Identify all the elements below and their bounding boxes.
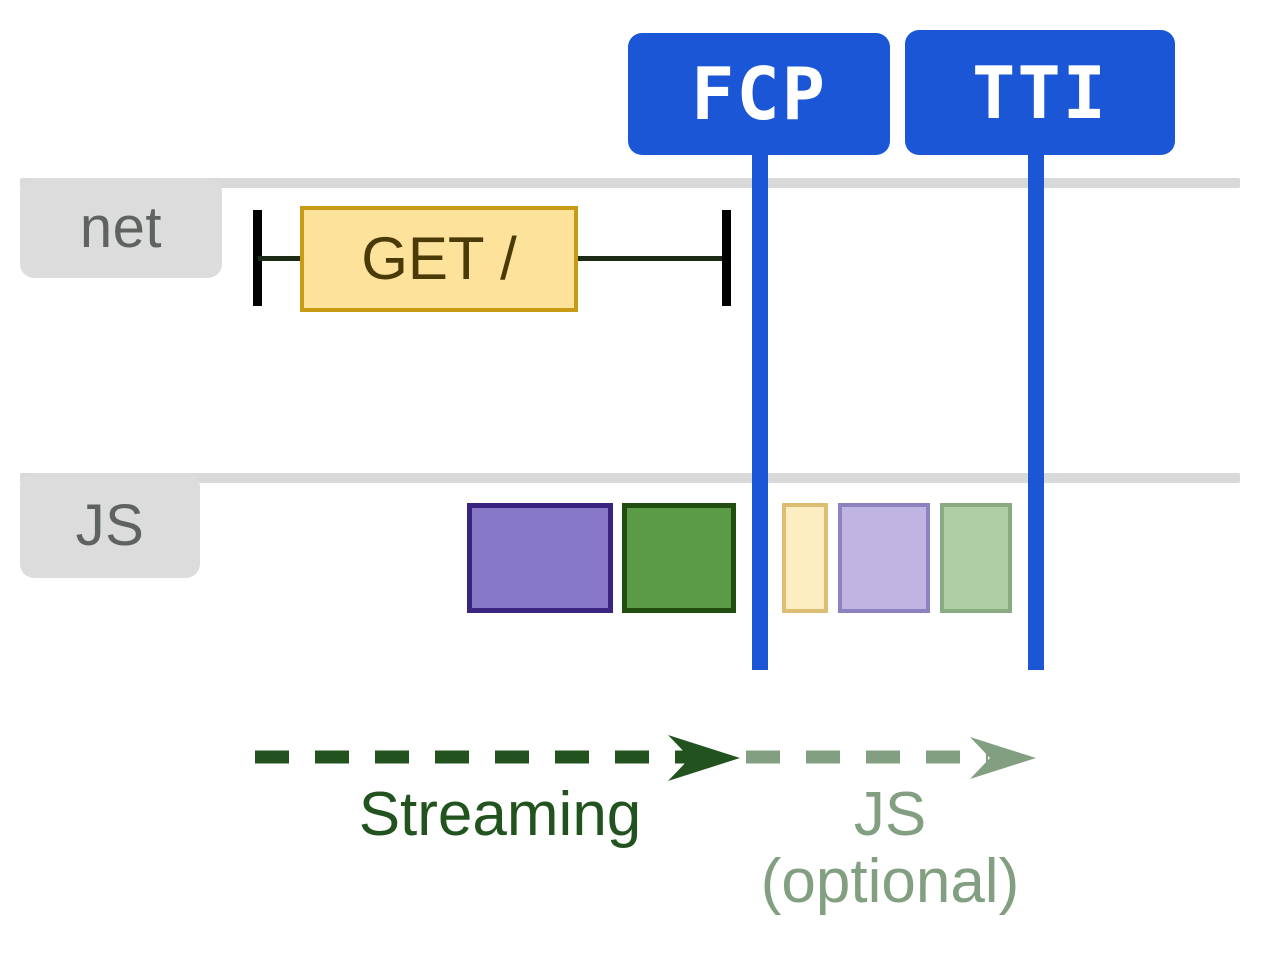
fcp-marker-line — [752, 150, 768, 670]
request-end-cap — [722, 210, 731, 306]
js-optional-arrow-head — [970, 737, 1036, 779]
request-label-get[interactable]: GET / — [300, 206, 578, 312]
js-task-block[interactable] — [467, 503, 613, 613]
tti-marker-line — [1028, 150, 1044, 670]
request-start-cap — [253, 210, 262, 306]
js-task-block[interactable] — [622, 503, 736, 613]
js-row-baseline — [20, 473, 1240, 483]
js-optional-phase-caption: JS (optional) — [760, 780, 1020, 916]
js-task-block-optional[interactable] — [782, 503, 828, 613]
net-row-baseline — [20, 178, 1240, 188]
tti-marker-flag[interactable]: TTI — [905, 30, 1175, 155]
row-label-net: net — [20, 178, 222, 278]
row-label-net-text: net — [79, 195, 163, 260]
row-label-js: JS — [20, 473, 200, 578]
streaming-phase-arrow — [255, 735, 740, 781]
js-optional-phase-arrow — [746, 737, 1036, 779]
tti-marker-label: TTI — [971, 50, 1109, 135]
fcp-marker-flag[interactable]: FCP — [628, 33, 890, 155]
streaming-phase-caption: Streaming — [358, 780, 642, 849]
streaming-arrow-head — [668, 735, 740, 781]
row-label-js-text: JS — [75, 492, 145, 558]
js-task-block-optional[interactable] — [940, 503, 1012, 613]
request-label-text: GET / — [361, 225, 517, 292]
js-task-block-optional[interactable] — [838, 503, 930, 613]
fcp-marker-label: FCP — [690, 52, 828, 136]
